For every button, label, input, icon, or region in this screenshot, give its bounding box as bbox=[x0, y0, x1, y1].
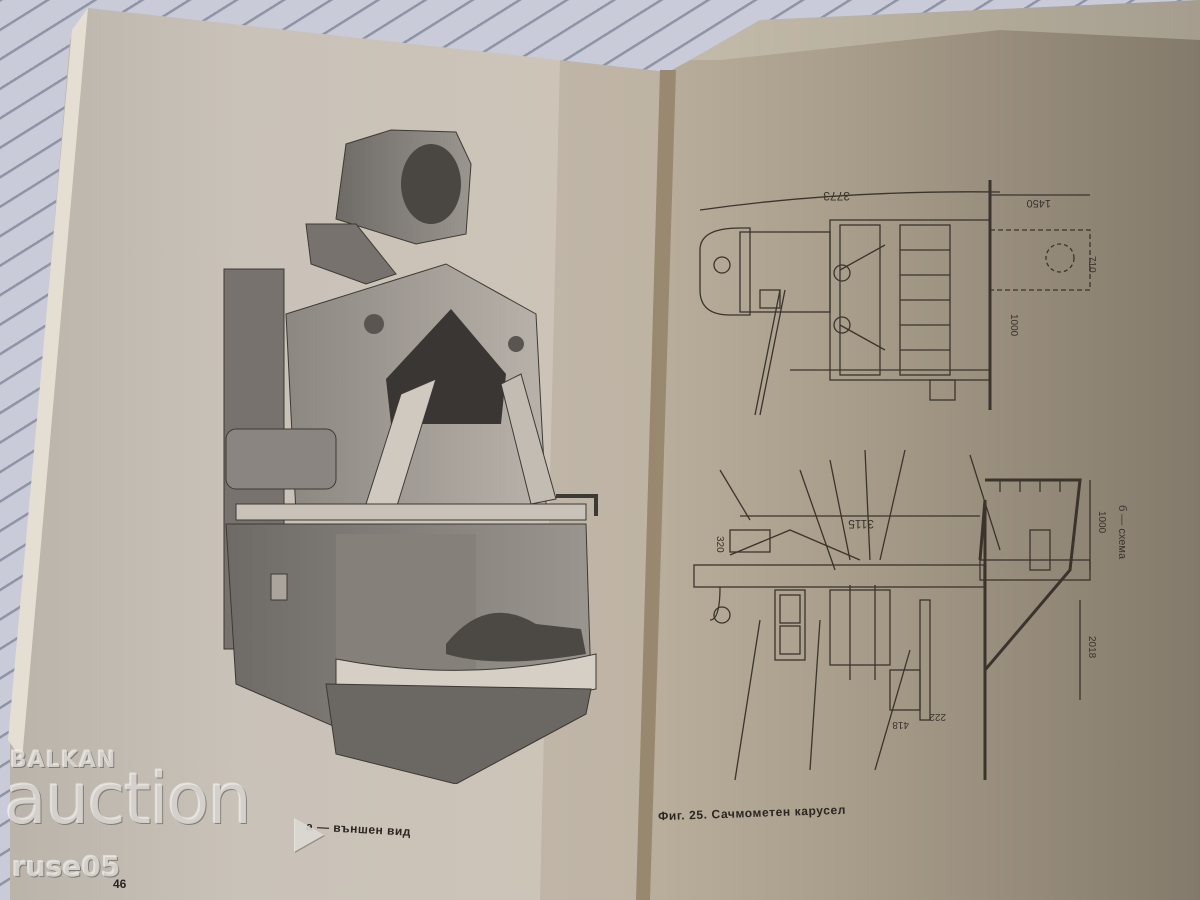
svg-text:1450: 1450 bbox=[1027, 197, 1051, 209]
page-number: 46 bbox=[113, 877, 127, 891]
svg-text:1000: 1000 bbox=[1096, 511, 1107, 534]
watermark-balkan: BALKAN bbox=[10, 748, 117, 773]
dim-3773: 3773 bbox=[823, 189, 850, 203]
watermark-auction: auction bbox=[4, 758, 252, 840]
svg-text:418: 418 bbox=[892, 719, 909, 730]
figure-label-b: б — схема bbox=[1116, 505, 1128, 560]
svg-text:222: 222 bbox=[929, 711, 946, 722]
technical-drawing-plan-view: 3773 1450 710 bbox=[690, 150, 1110, 420]
svg-text:2018: 2018 bbox=[1086, 636, 1097, 659]
play-icon bbox=[294, 818, 324, 852]
technical-drawing-section-view: 3115 320 1000 2018 bbox=[680, 420, 1160, 800]
watermark-username: ruse05 bbox=[12, 850, 121, 883]
machine-photo bbox=[196, 124, 616, 784]
svg-text:3115: 3115 bbox=[848, 517, 874, 531]
svg-text:710: 710 bbox=[1086, 256, 1097, 273]
svg-text:1000: 1000 bbox=[1008, 314, 1019, 337]
svg-text:320: 320 bbox=[714, 536, 725, 553]
